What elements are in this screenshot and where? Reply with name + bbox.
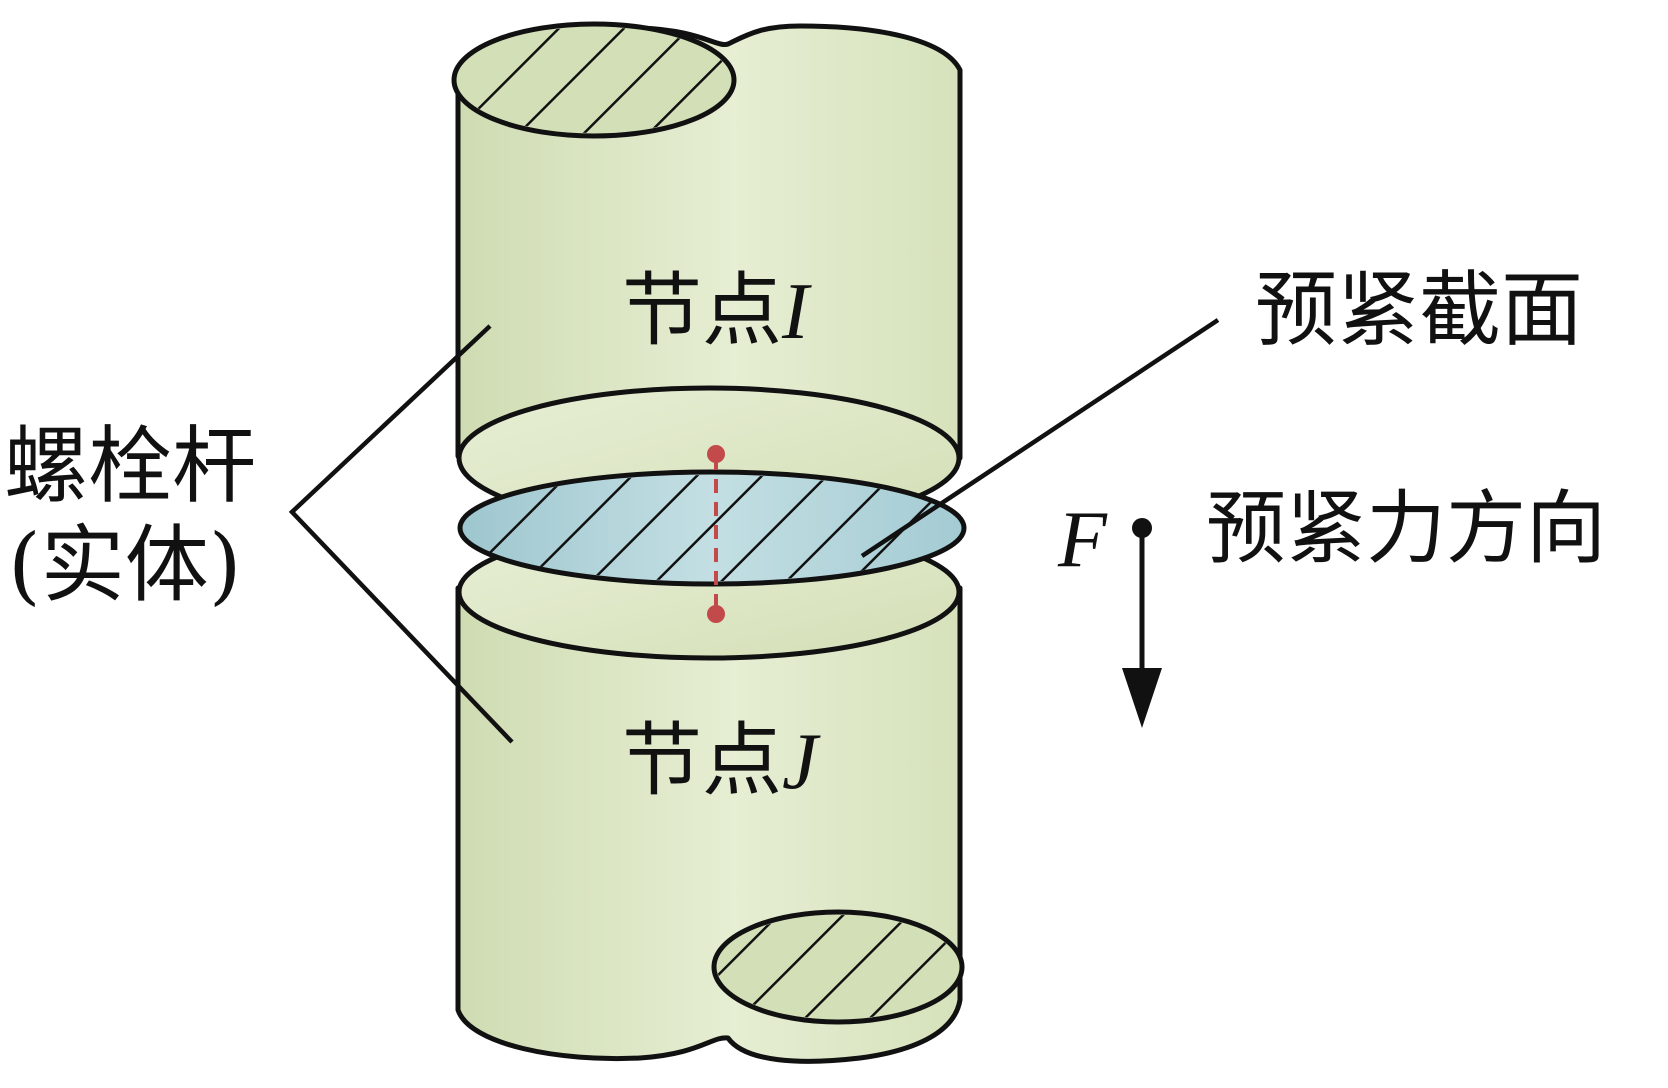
node-i-marker — [707, 445, 725, 463]
node-link — [707, 445, 725, 623]
node-j-marker — [707, 605, 725, 623]
pretension-section-label: 预紧截面 — [1255, 263, 1583, 358]
force-direction-arrow — [1122, 518, 1162, 728]
lower-break-section — [711, 909, 965, 1025]
bolt-shank-leader — [288, 324, 514, 744]
node-j-label: 节点J — [622, 714, 821, 807]
bolt-shank-label-line1: 螺栓杆 — [4, 417, 256, 515]
upper-break-section — [451, 21, 737, 139]
force-arrowhead — [1122, 668, 1162, 728]
pretension-section-leader — [860, 318, 1220, 558]
pretension-section-disc — [457, 469, 967, 587]
node-i-label: 节点I — [622, 264, 812, 357]
force-symbol: F — [1057, 496, 1108, 584]
bolt-shank-label-line2: (实体) — [8, 516, 242, 614]
force-direction-label: 预紧力方向 — [1206, 482, 1606, 575]
